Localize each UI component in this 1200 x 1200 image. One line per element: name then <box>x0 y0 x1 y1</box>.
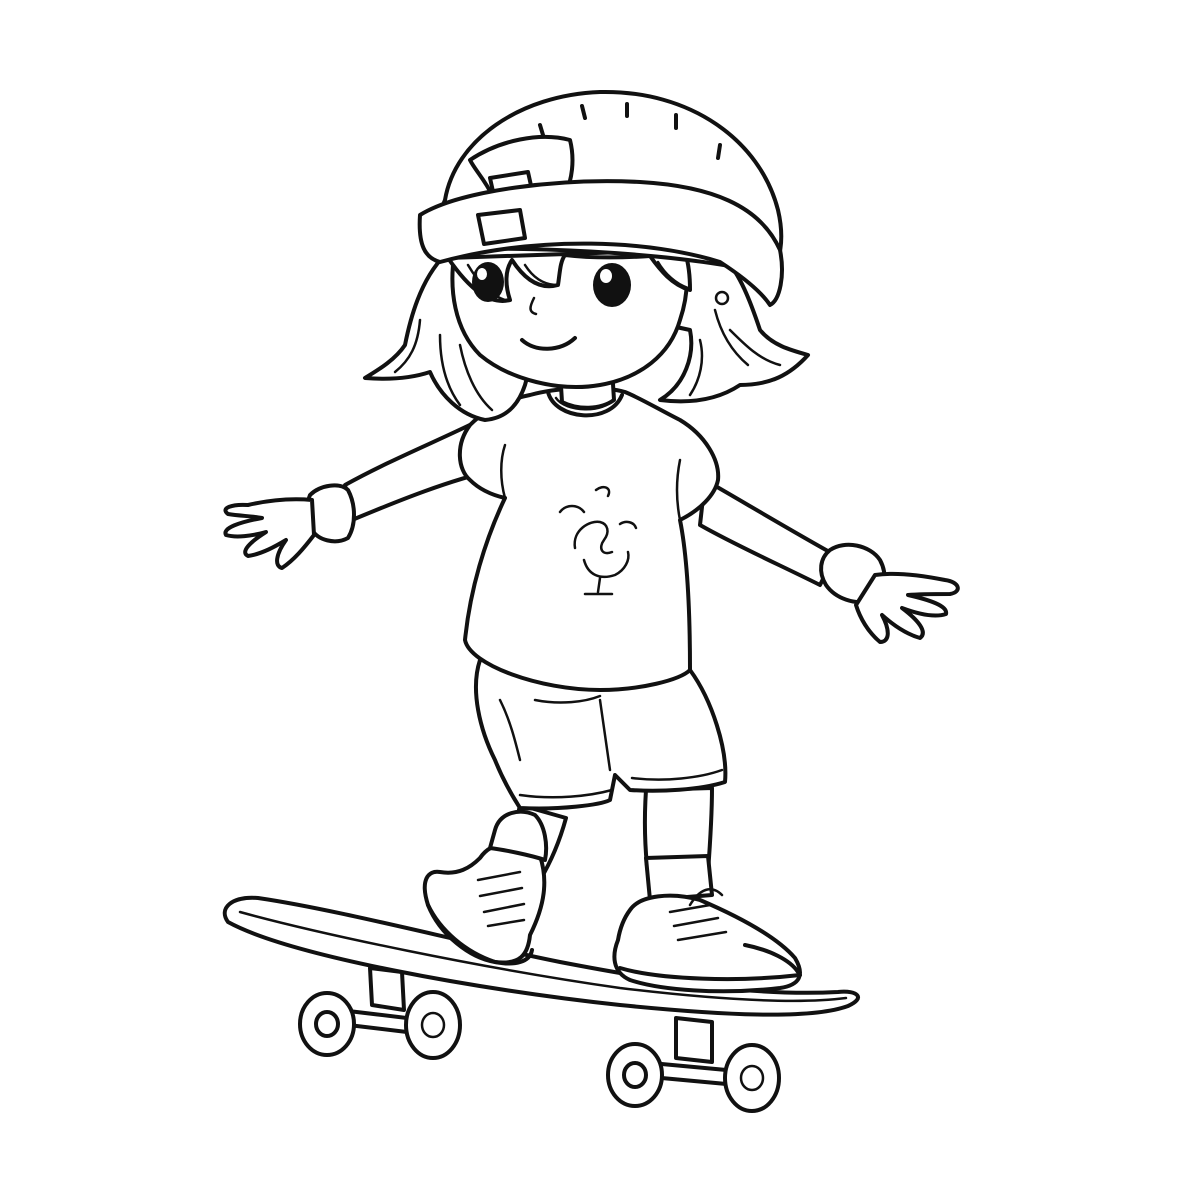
right-shoe <box>612 854 802 994</box>
wheel-front-left <box>606 1042 664 1108</box>
t-shirt <box>457 386 721 692</box>
mouth <box>520 336 577 351</box>
shirt-graphic <box>558 485 638 596</box>
left-eye <box>472 262 504 302</box>
wheel-rear-right <box>404 990 462 1060</box>
shorts <box>473 658 728 811</box>
wheel-rear-left <box>298 991 356 1057</box>
left-shoe <box>422 809 549 966</box>
wheel-front-right <box>723 1043 781 1113</box>
left-arm <box>223 418 497 570</box>
helmet <box>417 89 784 307</box>
right-eye <box>593 263 631 307</box>
right-arm <box>698 478 960 644</box>
nose <box>529 296 538 316</box>
